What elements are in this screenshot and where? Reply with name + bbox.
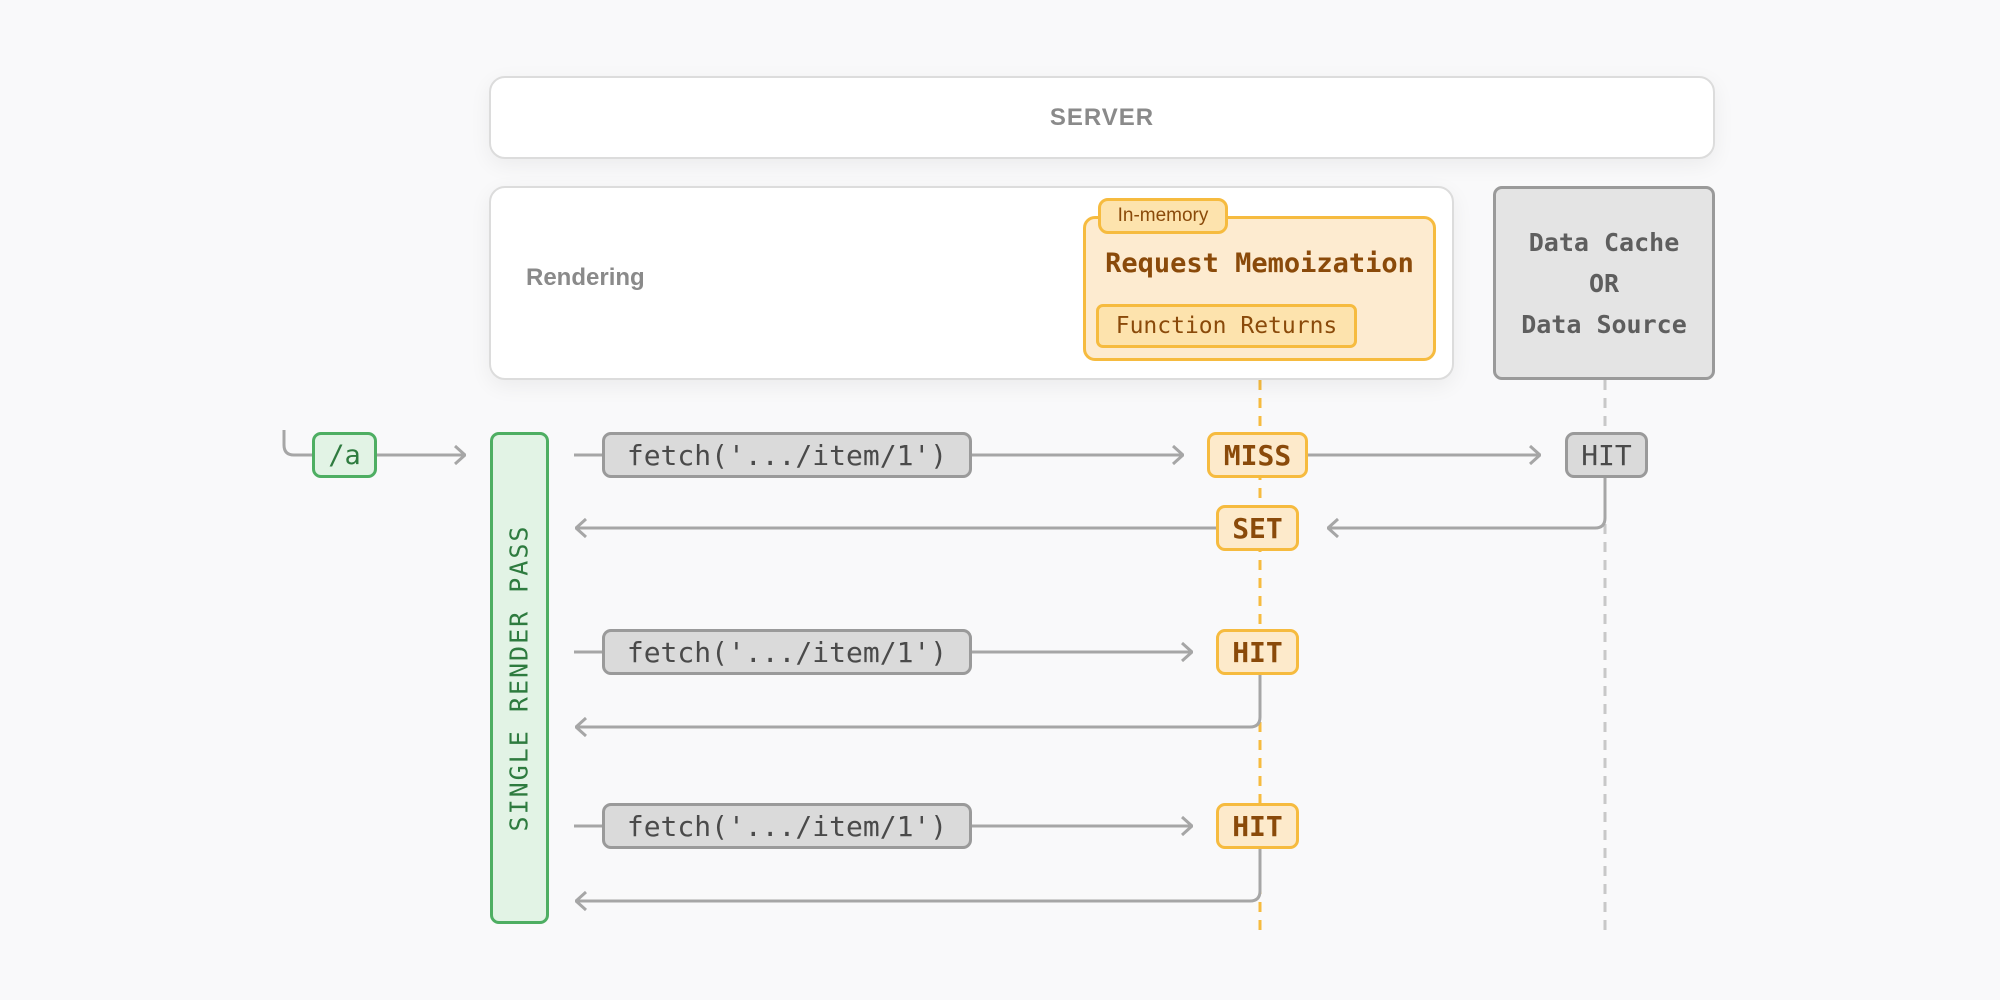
memo-miss-chip: MISS	[1207, 432, 1308, 478]
single-render-pass-bar	[490, 432, 549, 924]
single-render-pass-label: SINGLE RENDER PASS	[504, 524, 534, 832]
data-cache-line3: Data Source	[1521, 309, 1687, 339]
rendering-label: Rendering	[526, 264, 645, 291]
fetch-label: fetch('.../item/1')	[626, 809, 948, 843]
cache-hit-chip: HIT	[1565, 432, 1648, 478]
function-returns-label: Function Returns	[1115, 313, 1338, 339]
memo-set-chip: SET	[1216, 505, 1299, 551]
fetch-label: fetch('.../item/1')	[626, 438, 948, 472]
data-cache-line1: Data Cache	[1528, 227, 1680, 257]
in-memory-tag: In-memory	[1098, 198, 1228, 234]
route-box: /a	[312, 432, 377, 478]
route-incoming-line	[282, 430, 312, 457]
memo-hit-chip-3: HIT	[1216, 803, 1299, 849]
memo-hit-label: HIT	[1232, 809, 1283, 843]
memo-hit-label: HIT	[1232, 635, 1283, 669]
data-cache-line2: OR	[1588, 268, 1620, 298]
cache-return-line	[1328, 478, 1607, 528]
fetch-request-2: fetch('.../item/1')	[602, 629, 972, 675]
fetch-label: fetch('.../item/1')	[626, 635, 948, 669]
server-label: SERVER	[1049, 103, 1155, 131]
memo-miss-label: MISS	[1223, 438, 1292, 472]
cache-hit-label: HIT	[1581, 438, 1632, 472]
fetch-request-3: fetch('.../item/1')	[602, 803, 972, 849]
route-label: /a	[328, 439, 361, 471]
memo-hit-chip-2: HIT	[1216, 629, 1299, 675]
fetch-request-1: fetch('.../item/1')	[602, 432, 972, 478]
server-header: SERVER	[489, 76, 1715, 159]
request2-return-arrow	[576, 675, 1262, 727]
data-cache-box: Data Cache OR Data Source	[1493, 186, 1715, 380]
function-returns-box: Function Returns	[1096, 304, 1357, 348]
request3-return-arrow	[576, 849, 1262, 901]
memo-set-label: SET	[1232, 511, 1283, 545]
request-memoization-title: Request Memoization	[1105, 248, 1414, 279]
in-memory-label: In-memory	[1117, 205, 1209, 226]
